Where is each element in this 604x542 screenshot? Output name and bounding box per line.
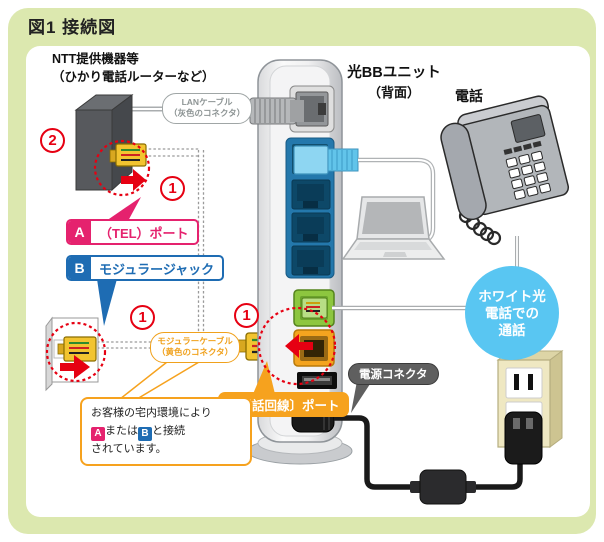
note-line3: されています。 <box>91 442 167 455</box>
white-phone-badge-circle <box>465 266 559 360</box>
wall-modular-jack-illustration <box>45 316 99 392</box>
tel-port-green <box>293 289 335 327</box>
phone-line-port-pointer <box>253 361 275 394</box>
pointer-tails <box>97 197 372 413</box>
ntt-device-illustration <box>74 94 134 192</box>
tag-b-chip: B <box>68 257 91 279</box>
power-connector-label: 電源コネクタ <box>348 363 439 385</box>
note-bubble-tail <box>117 361 202 400</box>
note-line2-suffix: と接続 <box>152 424 185 437</box>
note-chip-b: B <box>138 426 152 441</box>
tag-a-text: （TEL）ポート <box>99 225 189 241</box>
ntt-device-label: NTT提供機器等 （ひかり電話ルーターなど） <box>52 51 215 86</box>
power-connector-pointer <box>351 381 372 413</box>
tel-port-tag: A （TEL）ポート <box>66 219 199 245</box>
bb-unit-label: 光BBユニット （背面） <box>338 61 450 101</box>
lan-connector-lightblue <box>293 145 359 175</box>
phone-illustration <box>440 95 570 221</box>
figure-title: 図1 接続図 <box>28 18 117 37</box>
lan-ports <box>291 179 331 276</box>
step-2-badge: 2 <box>40 128 65 153</box>
modular-jack-tag: B モジュラージャック <box>66 255 225 281</box>
arrow-phone-line-port <box>285 334 313 358</box>
white-phone-badge-line3: 通話 <box>498 323 526 338</box>
phone-label: 電話 <box>455 88 483 104</box>
bb-unit-label-line2: （背面） <box>367 85 420 100</box>
step-1-badge-tel: 1 <box>160 176 185 201</box>
modular-cable-label-line1: モジュラーケーブル <box>157 336 233 346</box>
lan-connector-gray <box>249 97 304 125</box>
note-mid: または <box>105 424 138 437</box>
white-phone-badge-line1: ホワイト光 <box>478 289 546 304</box>
highlight-phone-line-port <box>257 306 337 386</box>
white-phone-badge-line2: 電話での <box>485 306 539 321</box>
power-plug <box>504 411 543 465</box>
power-cable-illustration <box>334 411 543 505</box>
highlight-circles <box>45 139 337 386</box>
tel-port-connector <box>109 143 147 167</box>
unplug-arrows <box>60 169 313 379</box>
step-1-badge-jack: 1 <box>130 305 155 330</box>
arrow-wall-jack <box>60 355 90 379</box>
ac-adapter <box>419 469 467 505</box>
modular-jack-pointer <box>97 279 117 326</box>
lan-cable-label: LANケーブル （灰色のコネクタ） <box>162 93 253 124</box>
tel-port-pointer <box>106 197 141 221</box>
bb-unit-label-line1: 光BBユニット <box>347 65 441 81</box>
arrow-ntt-tel <box>121 169 146 191</box>
modular-cable-label: モジュラーケーブル （黄色のコネクタ） <box>150 332 241 363</box>
ntt-device-label-line2: （ひかり電話ルーターなど） <box>52 69 215 84</box>
note-line1: お客様の宅内環境により <box>91 407 212 419</box>
tag-b-text: モジュラージャック <box>99 261 215 277</box>
handset-coil-cord <box>458 208 502 246</box>
modular-cable-label-line2: （黄色のコネクタ） <box>157 347 234 358</box>
lan-cable-label-line2: （灰色のコネクタ） <box>169 108 246 119</box>
ntt-device-label-line1: NTT提供機器等 <box>52 52 139 66</box>
usb-port <box>297 372 337 389</box>
white-phone-badge-label: ホワイト光 電話での 通話 <box>466 288 558 339</box>
step-1-badge-port: 1 <box>234 303 259 328</box>
handset <box>440 122 487 221</box>
tag-a-chip: A <box>68 221 91 243</box>
highlight-wall-jack <box>45 321 107 383</box>
lan-cable-label-line1: LANケーブル <box>181 97 233 107</box>
laptop-illustration <box>341 196 446 260</box>
highlight-ntt-tel <box>93 139 151 197</box>
note-chip-a: A <box>91 426 105 441</box>
